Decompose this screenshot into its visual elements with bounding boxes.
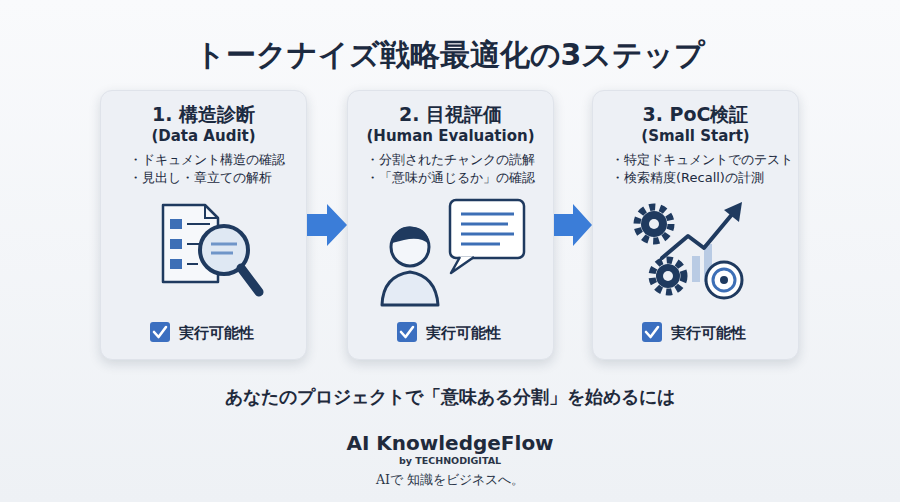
document-audit-icon [163, 205, 259, 292]
check-label: 実行可能性 [671, 323, 796, 343]
speech-line [461, 243, 500, 246]
speech-line [461, 233, 514, 236]
diagram-title: トークナイズ戦略最適化の3ステップ [0, 36, 900, 74]
person-body [382, 272, 438, 305]
step-subheading: (Small Start) [593, 126, 798, 146]
speech-line [461, 223, 508, 226]
lens-line [211, 252, 233, 255]
gear-teeth [652, 260, 684, 292]
human-review-icon [382, 200, 524, 305]
checkbox-icon [150, 322, 662, 342]
magnifier-lens [200, 226, 248, 274]
brand-company: by TECHNODIGITAL [0, 455, 900, 467]
poc-growth-icon [637, 202, 742, 298]
document-line [187, 223, 210, 225]
flow-arrow [554, 204, 592, 246]
gear-body [641, 211, 667, 237]
bullet-item: ・ドキュメント構造の確認 [129, 151, 304, 169]
bullet-item: ・「意味が通じるか」の確認 [366, 169, 551, 187]
lens-line [211, 243, 237, 246]
diagram-caption: あなたのプロジェクトで「意味ある分割」を始めるには [0, 385, 900, 409]
target-center [720, 276, 728, 284]
growth-arrowhead [724, 202, 742, 222]
gear-body [656, 264, 680, 288]
bullet-item: ・特定ドキュメントでのテスト [611, 151, 796, 169]
speech-tail [451, 257, 474, 273]
target-ring [706, 262, 742, 298]
checkbox [150, 322, 170, 342]
checkbox [397, 322, 417, 342]
chart-bar [704, 244, 712, 282]
step-heading: 2. 目視評価 [348, 102, 553, 126]
document-sheet [163, 205, 218, 282]
bullet-item: ・見出し・章立ての解析 [129, 169, 304, 187]
step-card: 2. 目視評価(Human Evaluation) ・分割されたチャンクの読解・「… [347, 90, 554, 360]
document-block [170, 239, 182, 249]
bullet-item: ・検索精度(Recall)の計測 [611, 169, 796, 187]
person-head [391, 228, 429, 266]
flow-arrow [307, 204, 347, 246]
checkmark [646, 327, 658, 337]
gear-teeth [637, 207, 671, 241]
magnifier-handle [241, 268, 259, 292]
document-line [187, 263, 198, 265]
target-ring [713, 269, 735, 291]
document-block [170, 219, 182, 229]
document-line [187, 243, 200, 245]
bullet-item: ・分割されたチャンクの読解 [366, 151, 551, 169]
checkbox [642, 322, 662, 342]
checkmark [401, 327, 413, 337]
chart-bar [692, 256, 700, 282]
gear-hole [663, 271, 673, 281]
check-label: 実行可能性 [179, 323, 304, 343]
brand-name: AI KnowledgeFlow [0, 431, 900, 455]
gear-hole [649, 219, 659, 229]
speech-bubble [450, 200, 524, 258]
step-card: 1. 構造診断(Data Audit) ・ドキュメント構造の確認・見出し・章立ての… [100, 90, 307, 360]
step-heading: 3. PoC検証 [593, 102, 798, 126]
checkmark [154, 327, 166, 337]
step-subheading: (Human Evaluation) [348, 126, 553, 146]
person-hair [392, 227, 429, 244]
brand-tagline: AIで 知識をビジネスへ。 [0, 472, 900, 488]
step-card: 3. PoC検証(Small Start) ・特定ドキュメントでのテスト・検索精度… [592, 90, 799, 360]
document-fold [205, 205, 218, 218]
step-subheading: (Data Audit) [101, 126, 306, 146]
check-label: 実行可能性 [426, 323, 551, 343]
document-block [170, 259, 182, 269]
step-heading: 1. 構造診断 [101, 102, 306, 126]
speech-line [461, 213, 514, 216]
growth-line [662, 212, 734, 258]
